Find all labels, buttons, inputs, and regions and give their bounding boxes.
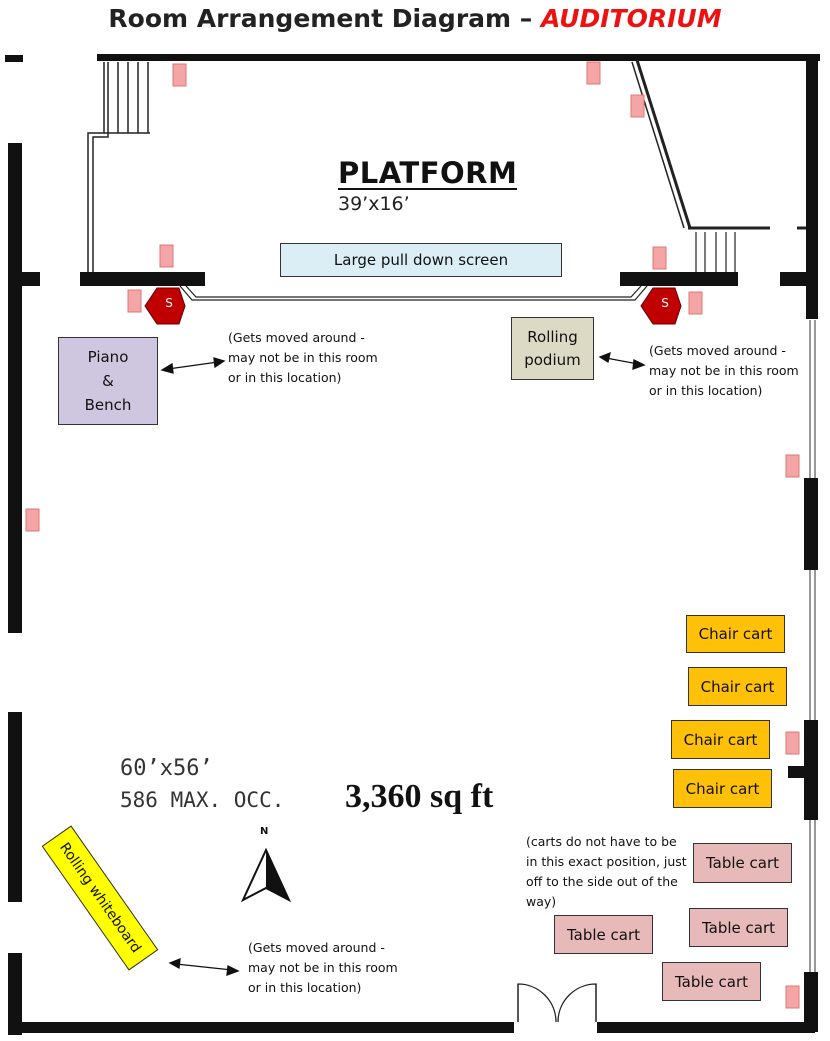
windows-east [809, 320, 816, 972]
chair-cart-label: Chair cart [698, 625, 773, 643]
chair-cart: Chair cart [686, 615, 785, 653]
walls [5, 54, 820, 1035]
piano-line-1: Piano [87, 348, 129, 366]
outlet-icons [25, 61, 800, 1009]
platform-edge-right [620, 272, 738, 286]
chair-cart: Chair cart [688, 667, 787, 706]
title-prefix: Room Arrangement Diagram – [108, 4, 541, 33]
table-cart: Table cart [689, 908, 788, 947]
wall-segment [804, 478, 818, 570]
chair-cart-label: Chair cart [683, 730, 758, 749]
platform-front-edge [179, 285, 648, 301]
room-area: 3,360 sq ft [345, 778, 494, 815]
pull-down-screen: Large pull down screen [280, 243, 562, 277]
outlet-icon [159, 244, 174, 268]
table-cart-label: Table cart [674, 972, 749, 991]
wall-segment [5, 55, 23, 62]
outlet-icon [785, 454, 800, 478]
wall-segment [804, 720, 818, 820]
room-dimensions: 60’x56’ [120, 756, 213, 781]
table-cart: Table cart [554, 915, 653, 954]
piano-line-3: Bench [84, 396, 132, 414]
speaker-label-right: S [661, 296, 669, 310]
whiteboard-note: (Gets moved around - may not be in this … [248, 940, 398, 995]
outlet-icon [25, 508, 40, 532]
table-cart-label: Table cart [566, 925, 641, 944]
wall-segment [804, 972, 818, 1032]
wall-segment [8, 143, 22, 633]
wall-segment [8, 712, 22, 902]
outlet-icon [586, 61, 601, 85]
podium-line-1: Rolling [527, 327, 578, 346]
platform-label: PLATFORM [338, 156, 518, 190]
wall-segment [597, 1022, 815, 1033]
north-arrow-icon [240, 847, 292, 903]
wall-segment [806, 54, 818, 319]
stairs-right [631, 59, 806, 272]
piano-line-2: & [102, 372, 114, 390]
outlet-icon [785, 985, 800, 1009]
wall-segment [97, 54, 820, 61]
outlet-icon [630, 94, 645, 118]
table-cart-label: Table cart [705, 854, 780, 872]
outlet-icon [652, 246, 667, 270]
piano-bench: Piano & Bench [58, 337, 158, 425]
wall-segment [788, 766, 808, 778]
speaker-icons [144, 287, 682, 325]
diagram-title: Room Arrangement Diagram – AUDITORIUM [0, 4, 830, 33]
podium-line-2: podium [524, 350, 581, 369]
table-cart: Table cart [662, 962, 761, 1001]
platform-size: 39’x16’ [338, 193, 410, 215]
entrance-doors [517, 983, 597, 1023]
chair-cart: Chair cart [671, 720, 770, 759]
podium-note: (Gets moved around - may not be in this … [649, 343, 799, 398]
chair-cart-label: Chair cart [700, 677, 775, 696]
rolling-podium: Rolling podium [511, 317, 594, 380]
dimension-arrows [160, 351, 646, 976]
title-room: AUDITORIUM [540, 4, 722, 33]
chair-cart-label: Chair cart [685, 779, 760, 798]
stairs-left [87, 62, 150, 272]
wall-segment [22, 272, 40, 286]
outlet-icon [172, 63, 187, 87]
wall-segment [14, 1022, 514, 1033]
speaker-icon-right [640, 287, 682, 325]
screen-label: Large pull down screen [333, 251, 509, 269]
wall-segment [8, 953, 22, 1035]
north-label: N [260, 826, 269, 837]
room-occupancy: 586 MAX. OCC. [120, 788, 285, 812]
outlet-icon [127, 289, 142, 313]
outlet-icon [688, 291, 703, 315]
wall-segment [780, 272, 810, 286]
platform-edge-left [80, 272, 205, 286]
carts-note: (carts do not have to be in this exact p… [526, 834, 687, 909]
speaker-label-left: S [165, 296, 173, 310]
table-cart-label: Table cart [701, 918, 776, 937]
speaker-icon-left [144, 287, 186, 325]
chair-cart: Chair cart [673, 769, 772, 808]
table-cart: Table cart [693, 843, 792, 883]
piano-note: (Gets moved around - may not be in this … [228, 330, 378, 385]
outlet-icon [785, 731, 800, 755]
